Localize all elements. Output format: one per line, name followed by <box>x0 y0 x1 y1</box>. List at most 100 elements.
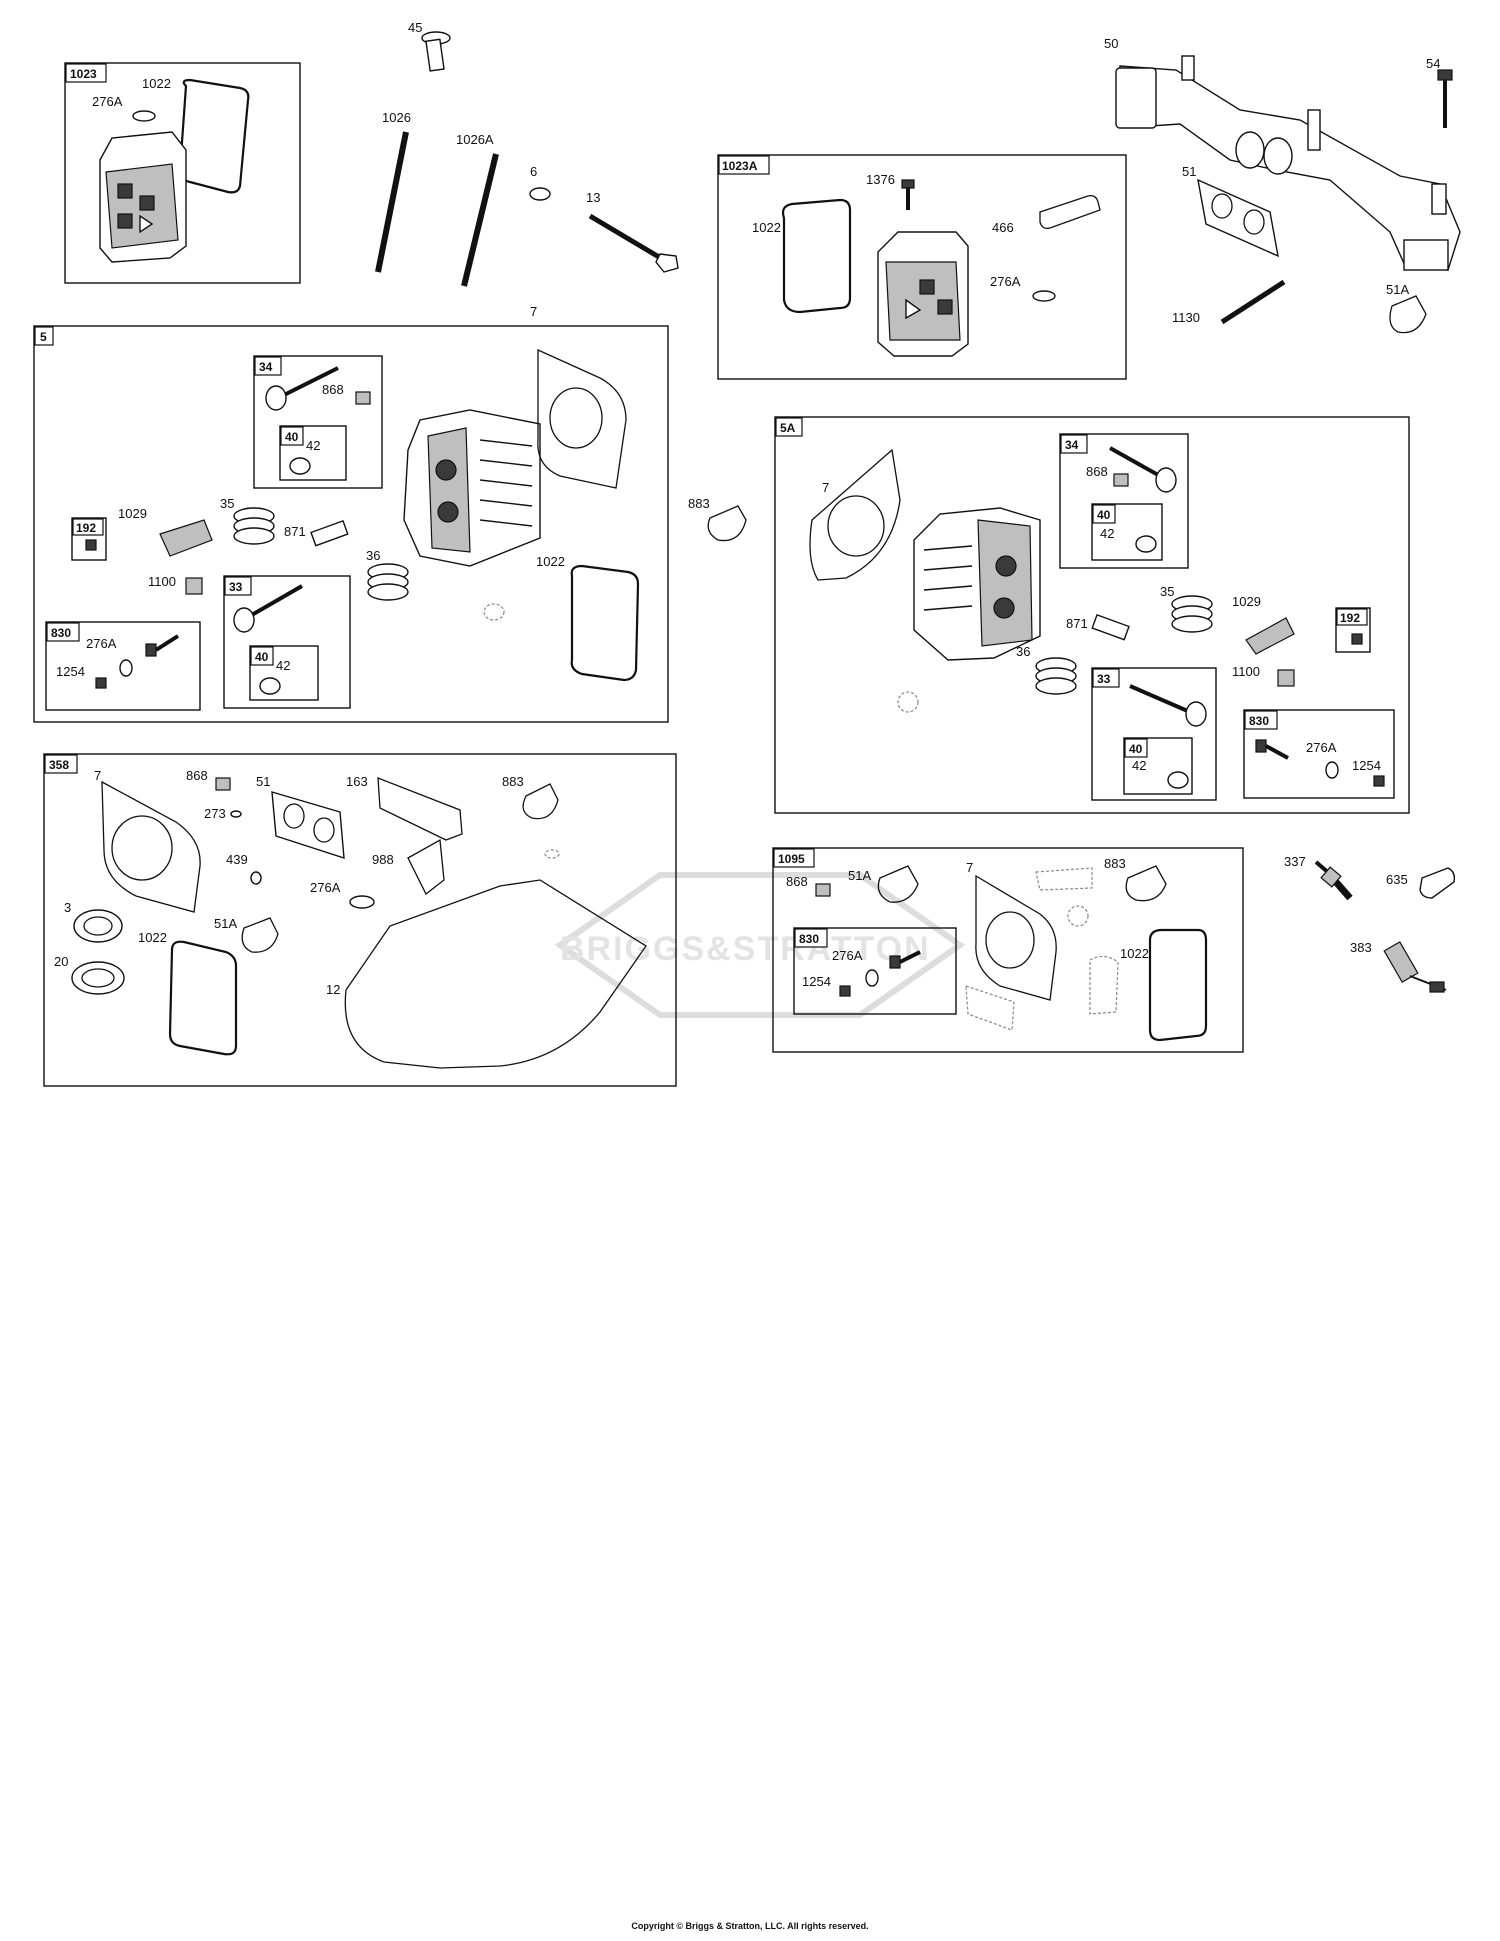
washer-6[interactable] <box>529 187 551 201</box>
push-rod-1026[interactable] <box>375 131 409 273</box>
rod-1130[interactable] <box>1220 279 1286 325</box>
subgroup-40-title: 40 <box>285 430 299 444</box>
label-1026: 1026 <box>382 110 411 125</box>
crankcase-gasket-12[interactable] <box>344 879 647 1069</box>
bolt-54[interactable] <box>1437 69 1453 128</box>
spark-plug-337[interactable] <box>1314 860 1353 901</box>
cylinder-head-5[interactable] <box>403 409 541 567</box>
gasket-51A[interactable] <box>877 865 919 903</box>
gasket-883[interactable] <box>1125 865 1167 902</box>
valve-spring-35[interactable] <box>233 507 275 545</box>
valve-cover-gasket-1022[interactable] <box>1148 928 1208 1042</box>
group-5-title: 5 <box>40 330 47 344</box>
label-1022: 1022 <box>142 76 171 91</box>
label-383: 383 <box>1350 940 1372 955</box>
rocker-arm-1029[interactable] <box>1245 617 1295 655</box>
oil-seal-3[interactable] <box>73 909 123 943</box>
part-1100[interactable] <box>185 577 203 595</box>
intake-valve-33[interactable] <box>233 584 303 633</box>
ghost-washer <box>483 603 505 621</box>
ghost-gasket-3 <box>965 985 1015 1031</box>
intake-manifold-50[interactable] <box>1115 55 1461 271</box>
valve-cover-gasket-1022[interactable] <box>168 940 238 1056</box>
label-35: 35 <box>220 496 234 511</box>
tube-871[interactable] <box>310 519 349 547</box>
subgroup-830 <box>793 927 957 1015</box>
head-gasket-7[interactable] <box>101 780 201 913</box>
valve-stem-cap-45[interactable] <box>421 31 451 72</box>
valve-cover-gasket-1022[interactable] <box>570 564 640 682</box>
washer-276A[interactable] <box>1032 290 1056 302</box>
bolt-13[interactable] <box>588 213 679 273</box>
spring-retainer-40[interactable] <box>1135 535 1157 553</box>
bolt-1254[interactable] <box>839 985 851 997</box>
push-rod-1026A[interactable] <box>461 153 499 287</box>
ignition-parts: 337 635 383 <box>1284 854 1456 993</box>
exhaust-valve-34[interactable] <box>1109 446 1177 493</box>
gasket-51A[interactable] <box>1389 295 1427 334</box>
label-51: 51 <box>256 774 270 789</box>
bolt-1254[interactable] <box>95 677 107 689</box>
valve-spring-36[interactable] <box>367 563 409 601</box>
valve-cover-gasket-1022[interactable] <box>781 198 852 314</box>
label-7: 7 <box>530 304 537 319</box>
washer-276A[interactable] <box>865 969 879 987</box>
seal-868[interactable] <box>355 391 371 405</box>
valve-spring-36[interactable] <box>1035 657 1077 695</box>
exhaust-valve-34[interactable] <box>265 366 339 411</box>
label-163: 163 <box>346 774 368 789</box>
gasket-988[interactable] <box>407 838 445 895</box>
intake-gasket-51[interactable] <box>1197 178 1279 258</box>
screw-1376[interactable] <box>901 179 915 210</box>
cylinder-head-5A[interactable] <box>913 507 1041 661</box>
spring-retainer-40[interactable] <box>1167 771 1189 789</box>
intake-valve-33[interactable] <box>1129 684 1207 727</box>
gasket-466[interactable] <box>1039 194 1101 230</box>
label-1376: 1376 <box>866 172 895 187</box>
bolt-830[interactable] <box>889 950 921 969</box>
ignition-part-383[interactable] <box>1383 941 1447 993</box>
label-51: 51 <box>1182 164 1196 179</box>
washer-276A[interactable] <box>119 659 133 677</box>
label-883: 883 <box>1104 856 1126 871</box>
group-5A-title: 5A <box>780 421 796 435</box>
valve-cover-1023A[interactable] <box>877 231 969 357</box>
intake-gasket-51[interactable] <box>271 791 345 859</box>
label-51A: 51A <box>214 916 237 931</box>
bolt-1254[interactable] <box>1373 775 1385 787</box>
head-gasket-7[interactable] <box>975 874 1057 1001</box>
bolt-830[interactable] <box>1255 739 1289 760</box>
group-5: 5 34 868 40 42 7 1029 <box>33 304 669 723</box>
seal-868[interactable] <box>215 777 231 791</box>
spark-plug-boot-635[interactable] <box>1419 867 1456 899</box>
valve-cover-1023[interactable] <box>99 131 187 263</box>
bolt-830[interactable] <box>145 634 180 657</box>
label-1022: 1022 <box>752 220 781 235</box>
gasket-883[interactable] <box>522 783 559 820</box>
nut-192[interactable] <box>85 539 97 551</box>
seal-868[interactable] <box>1113 473 1129 487</box>
gasket-163[interactable] <box>377 777 463 841</box>
seal-868[interactable] <box>815 883 831 897</box>
label-1100: 1100 <box>1232 664 1260 679</box>
seal-273[interactable] <box>230 810 242 818</box>
head-gasket-7[interactable] <box>809 448 901 581</box>
nut-192[interactable] <box>1351 633 1363 645</box>
spring-retainer-40[interactable] <box>289 457 311 475</box>
washer-276A[interactable] <box>1325 761 1339 779</box>
oil-seal-20[interactable] <box>71 961 125 995</box>
spring-retainer-40[interactable] <box>259 677 281 695</box>
seal-439[interactable] <box>250 871 262 885</box>
gasket-51A[interactable] <box>241 917 279 953</box>
label-13: 13 <box>586 190 600 205</box>
part-1100[interactable] <box>1277 669 1295 687</box>
valve-spring-35[interactable] <box>1171 595 1213 633</box>
valve-cover-gasket-1022[interactable] <box>178 78 250 194</box>
washer-276A[interactable] <box>132 110 156 122</box>
washer-276A[interactable] <box>349 895 375 909</box>
gasket-883[interactable] <box>707 505 747 542</box>
rocker-arm-1029[interactable] <box>159 519 213 557</box>
head-gasket-7[interactable] <box>537 348 627 489</box>
label-337: 337 <box>1284 854 1306 869</box>
tube-871[interactable] <box>1091 613 1130 641</box>
